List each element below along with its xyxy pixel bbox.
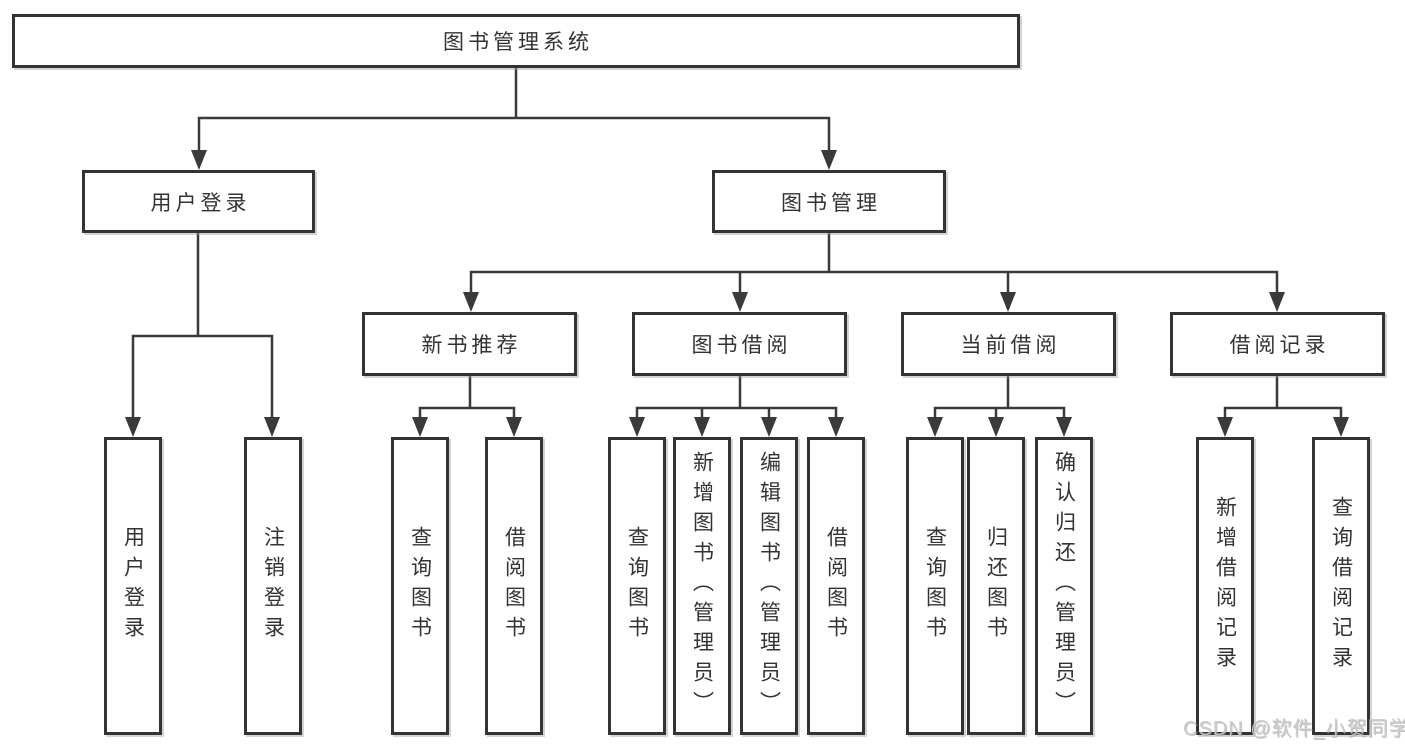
leaf-edit-book-admin-label: 编辑图书（管理员） [757, 451, 781, 721]
arrowheads [125, 150, 1349, 437]
leaf-query-books-current-label: 查询图书 [923, 526, 947, 646]
leaf-query-books-current: 查询图书 [906, 437, 964, 735]
node-book-borrowing: 图书借阅 [632, 312, 847, 376]
node-user-login: 用户登录 [82, 170, 315, 233]
connector-user-login-children [131, 231, 274, 420]
node-root: 图书管理系统 [12, 14, 1020, 68]
node-borrowing-records: 借阅记录 [1170, 312, 1385, 376]
leaf-borrow-books-recommend-label: 借阅图书 [502, 526, 526, 646]
leaf-query-books-borrowing-label: 查询图书 [625, 526, 649, 646]
connector-borrowing-children [635, 374, 838, 420]
leaf-user-login-label: 用户登录 [121, 526, 145, 646]
node-new-book-recommend: 新书推荐 [362, 312, 577, 376]
leaf-query-borrow-record: 查询借阅记录 [1312, 437, 1370, 735]
node-book-management: 图书管理 [712, 170, 946, 233]
leaf-query-borrow-record-label: 查询借阅记录 [1329, 496, 1353, 676]
leaf-borrow-books-borrowing: 借阅图书 [807, 437, 865, 735]
connector-root-to-level2 [197, 66, 831, 152]
leaf-return-books-label: 归还图书 [984, 526, 1008, 646]
leaf-query-books-recommend: 查询图书 [391, 437, 449, 735]
leaf-query-books-borrowing: 查询图书 [608, 437, 666, 735]
leaf-borrow-books-recommend: 借阅图书 [485, 437, 543, 735]
connector-new-book-children [418, 374, 516, 420]
leaf-confirm-return-admin-label: 确认归还（管理员） [1052, 451, 1076, 721]
leaf-add-book-admin: 新增图书（管理员） [673, 437, 731, 735]
leaf-edit-book-admin: 编辑图书（管理员） [740, 437, 798, 735]
connector-records-children [1223, 374, 1343, 420]
leaf-logout: 注销登录 [244, 437, 302, 735]
leaf-query-books-recommend-label: 查询图书 [408, 526, 432, 646]
leaf-add-book-admin-label: 新增图书（管理员） [690, 451, 714, 721]
leaf-user-login: 用户登录 [104, 437, 162, 735]
connector-book-management-children [469, 231, 1279, 295]
leaf-logout-label: 注销登录 [261, 526, 285, 646]
leaf-add-borrow-record: 新增借阅记录 [1196, 437, 1254, 735]
connector-current-children [933, 374, 1066, 420]
leaf-borrow-books-borrowing-label: 借阅图书 [824, 526, 848, 646]
leaf-confirm-return-admin: 确认归还（管理员） [1035, 437, 1093, 735]
leaf-add-borrow-record-label: 新增借阅记录 [1213, 496, 1237, 676]
csdn-watermark: CSDN @软件_小贺同学 [1183, 718, 1405, 740]
node-current-borrowing: 当前借阅 [901, 312, 1116, 376]
leaf-return-books: 归还图书 [967, 437, 1025, 735]
